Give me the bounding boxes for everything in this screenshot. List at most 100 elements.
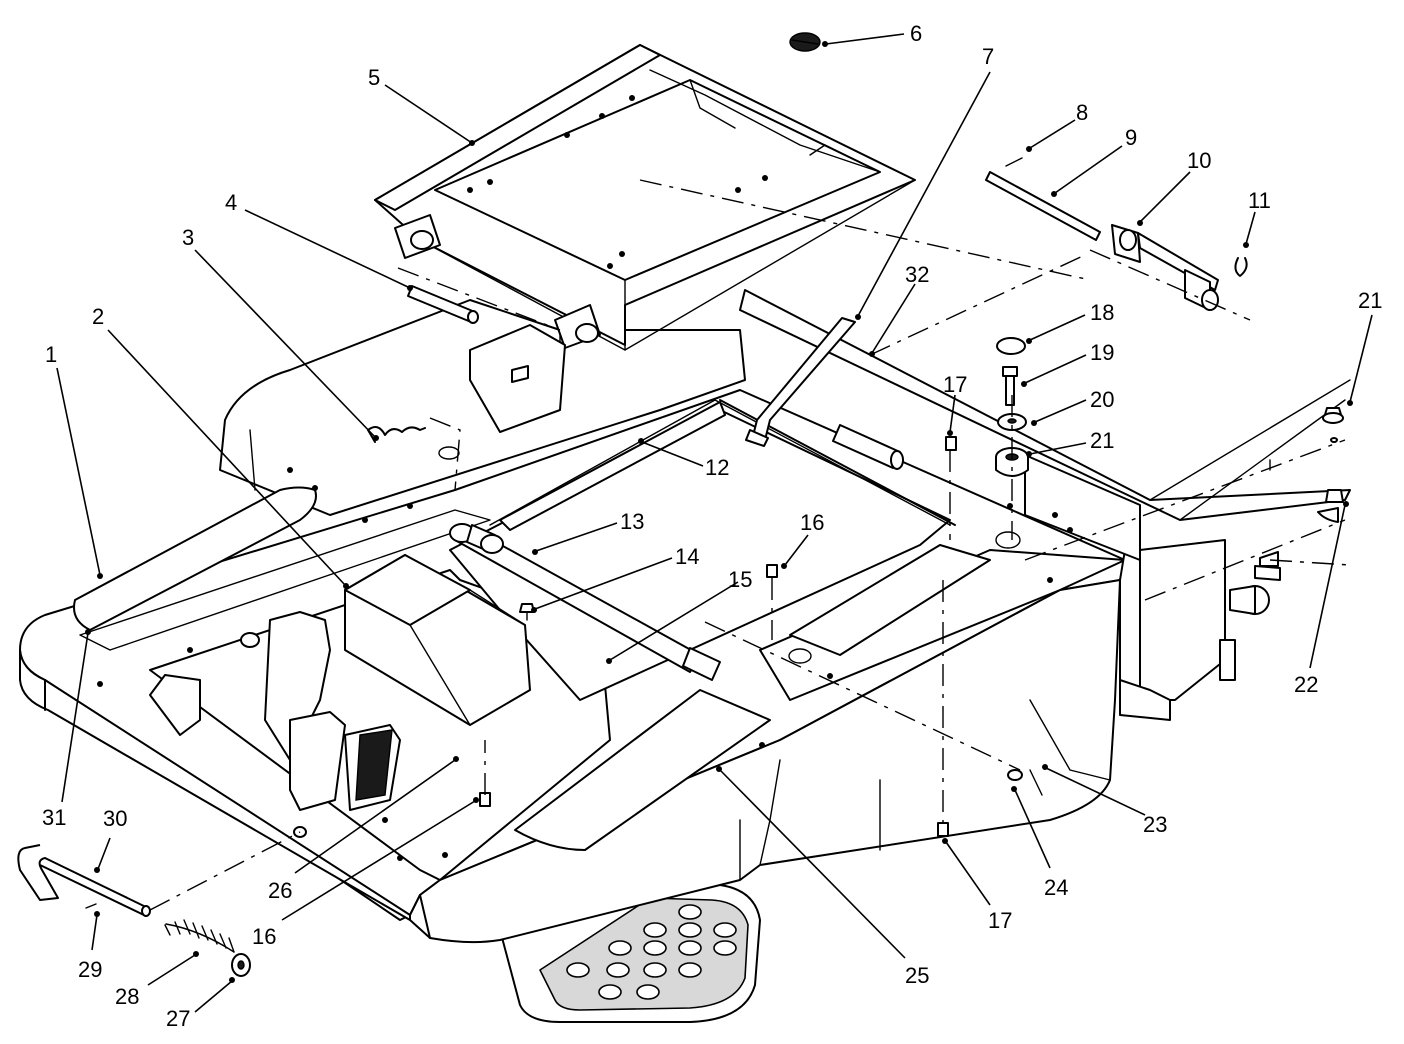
callout-15: 15 bbox=[606, 567, 752, 664]
part-5-seat-plate bbox=[374, 44, 916, 351]
callout-1: 1 bbox=[45, 342, 103, 579]
callout-29-number: 29 bbox=[78, 957, 102, 982]
callouts: 1 2 3 4 5 6 7 8 9 10 11 12 13 14 15 16 1… bbox=[42, 21, 1382, 1031]
callout-4: 4 bbox=[225, 190, 413, 291]
part-18-cap bbox=[996, 337, 1026, 355]
callout-1-number: 1 bbox=[45, 342, 57, 367]
callout-16-bottom-number: 16 bbox=[252, 924, 276, 949]
callout-19-number: 19 bbox=[1090, 340, 1114, 365]
seat-bracket bbox=[469, 324, 566, 433]
part-28-spring bbox=[164, 919, 235, 953]
callout-20: 20 bbox=[1031, 387, 1114, 426]
part-30-latch-pin bbox=[17, 844, 151, 917]
callout-7: 7 bbox=[855, 44, 994, 320]
main-frame bbox=[19, 289, 1351, 944]
callout-21-right-number: 21 bbox=[1358, 288, 1382, 313]
callout-17-bottom-number: 17 bbox=[988, 908, 1012, 933]
callout-23: 23 bbox=[1042, 764, 1167, 837]
part-29-pin bbox=[85, 903, 97, 909]
callout-17-bottom: 17 bbox=[942, 838, 1012, 933]
part-19-bolt bbox=[1002, 366, 1018, 406]
callout-18-number: 18 bbox=[1090, 300, 1114, 325]
callout-31-number: 31 bbox=[42, 805, 66, 830]
callout-16-top: 16 bbox=[781, 510, 824, 569]
callout-13: 13 bbox=[532, 509, 644, 555]
callout-14: 14 bbox=[531, 544, 699, 613]
part-8-cotter-pin bbox=[1005, 157, 1023, 167]
part-9-rod bbox=[985, 171, 1101, 241]
part-3-hair-pin-clip bbox=[367, 425, 426, 443]
callout-32-number: 32 bbox=[905, 262, 929, 287]
callout-2-number: 2 bbox=[92, 304, 104, 329]
callout-22: 22 bbox=[1294, 501, 1349, 697]
part-11-spring-clip bbox=[1234, 257, 1248, 277]
part-17-bushing bbox=[937, 436, 957, 837]
callout-7-number: 7 bbox=[982, 44, 994, 69]
callout-18: 18 bbox=[1026, 300, 1114, 344]
part-24-washer bbox=[1007, 769, 1023, 781]
callout-29: 29 bbox=[78, 911, 102, 982]
callout-20-number: 20 bbox=[1090, 387, 1114, 412]
callout-3-number: 3 bbox=[182, 225, 194, 250]
callout-28-number: 28 bbox=[115, 984, 139, 1009]
part-23-screw bbox=[1029, 769, 1043, 796]
part-20-washer bbox=[997, 413, 1027, 431]
callout-26-number: 26 bbox=[268, 878, 292, 903]
part-22-nut bbox=[1259, 489, 1344, 567]
callout-31: 31 bbox=[42, 629, 91, 830]
callout-26: 26 bbox=[268, 756, 459, 903]
callout-27: 27 bbox=[166, 977, 235, 1031]
callout-10-number: 10 bbox=[1187, 148, 1211, 173]
callout-6: 6 bbox=[822, 21, 922, 47]
assembly-centerlines bbox=[149, 179, 1351, 911]
callout-9: 9 bbox=[1051, 125, 1137, 197]
callout-16-bottom: 16 bbox=[252, 797, 479, 949]
callout-9-number: 9 bbox=[1125, 125, 1137, 150]
callout-21-right: 21 bbox=[1347, 288, 1382, 406]
callout-8: 8 bbox=[1026, 100, 1088, 152]
callout-21-mid: 21 bbox=[1026, 428, 1114, 457]
part-6-plug bbox=[789, 32, 821, 52]
callout-25-number: 25 bbox=[905, 963, 929, 988]
callout-5-number: 5 bbox=[368, 65, 380, 90]
callout-4-number: 4 bbox=[225, 190, 237, 215]
callout-6-number: 6 bbox=[910, 21, 922, 46]
callout-22-number: 22 bbox=[1294, 672, 1318, 697]
callout-25: 25 bbox=[716, 766, 929, 988]
part-10-hinge-bracket bbox=[1111, 224, 1219, 311]
callout-23-number: 23 bbox=[1143, 812, 1167, 837]
callout-11-number: 11 bbox=[1248, 188, 1271, 213]
callout-30: 30 bbox=[94, 806, 127, 873]
callout-32: 32 bbox=[869, 262, 929, 357]
callout-19: 19 bbox=[1021, 340, 1114, 387]
part-12-cylinder bbox=[832, 424, 904, 470]
callout-16-top-number: 16 bbox=[800, 510, 824, 535]
part-27-washer bbox=[231, 953, 251, 977]
part-4-pin bbox=[407, 285, 479, 324]
callout-5: 5 bbox=[368, 65, 475, 146]
callout-30-number: 30 bbox=[103, 806, 127, 831]
callout-12: 12 bbox=[638, 438, 729, 480]
part-16-bushing bbox=[479, 564, 778, 807]
callout-24-number: 24 bbox=[1044, 875, 1068, 900]
callout-14-number: 14 bbox=[675, 544, 699, 569]
callout-11: 11 bbox=[1243, 188, 1271, 248]
callout-10: 10 bbox=[1137, 148, 1211, 226]
callout-12-number: 12 bbox=[705, 455, 729, 480]
callout-2: 2 bbox=[92, 304, 349, 589]
callout-8-number: 8 bbox=[1076, 100, 1088, 125]
inner-brackets bbox=[149, 611, 401, 811]
callout-15-number: 15 bbox=[728, 567, 752, 592]
part-2-duct-cover bbox=[344, 554, 531, 726]
part-13-rod bbox=[449, 523, 721, 681]
callout-27-number: 27 bbox=[166, 1006, 190, 1031]
callout-28: 28 bbox=[115, 951, 199, 1009]
callout-3: 3 bbox=[182, 225, 379, 441]
callout-17-top: 17 bbox=[943, 372, 967, 436]
part-7-rod bbox=[745, 317, 856, 447]
callout-13-number: 13 bbox=[620, 509, 644, 534]
callout-24: 24 bbox=[1011, 786, 1068, 900]
callout-21-mid-number: 21 bbox=[1090, 428, 1114, 453]
callout-17-top-number: 17 bbox=[943, 372, 967, 397]
